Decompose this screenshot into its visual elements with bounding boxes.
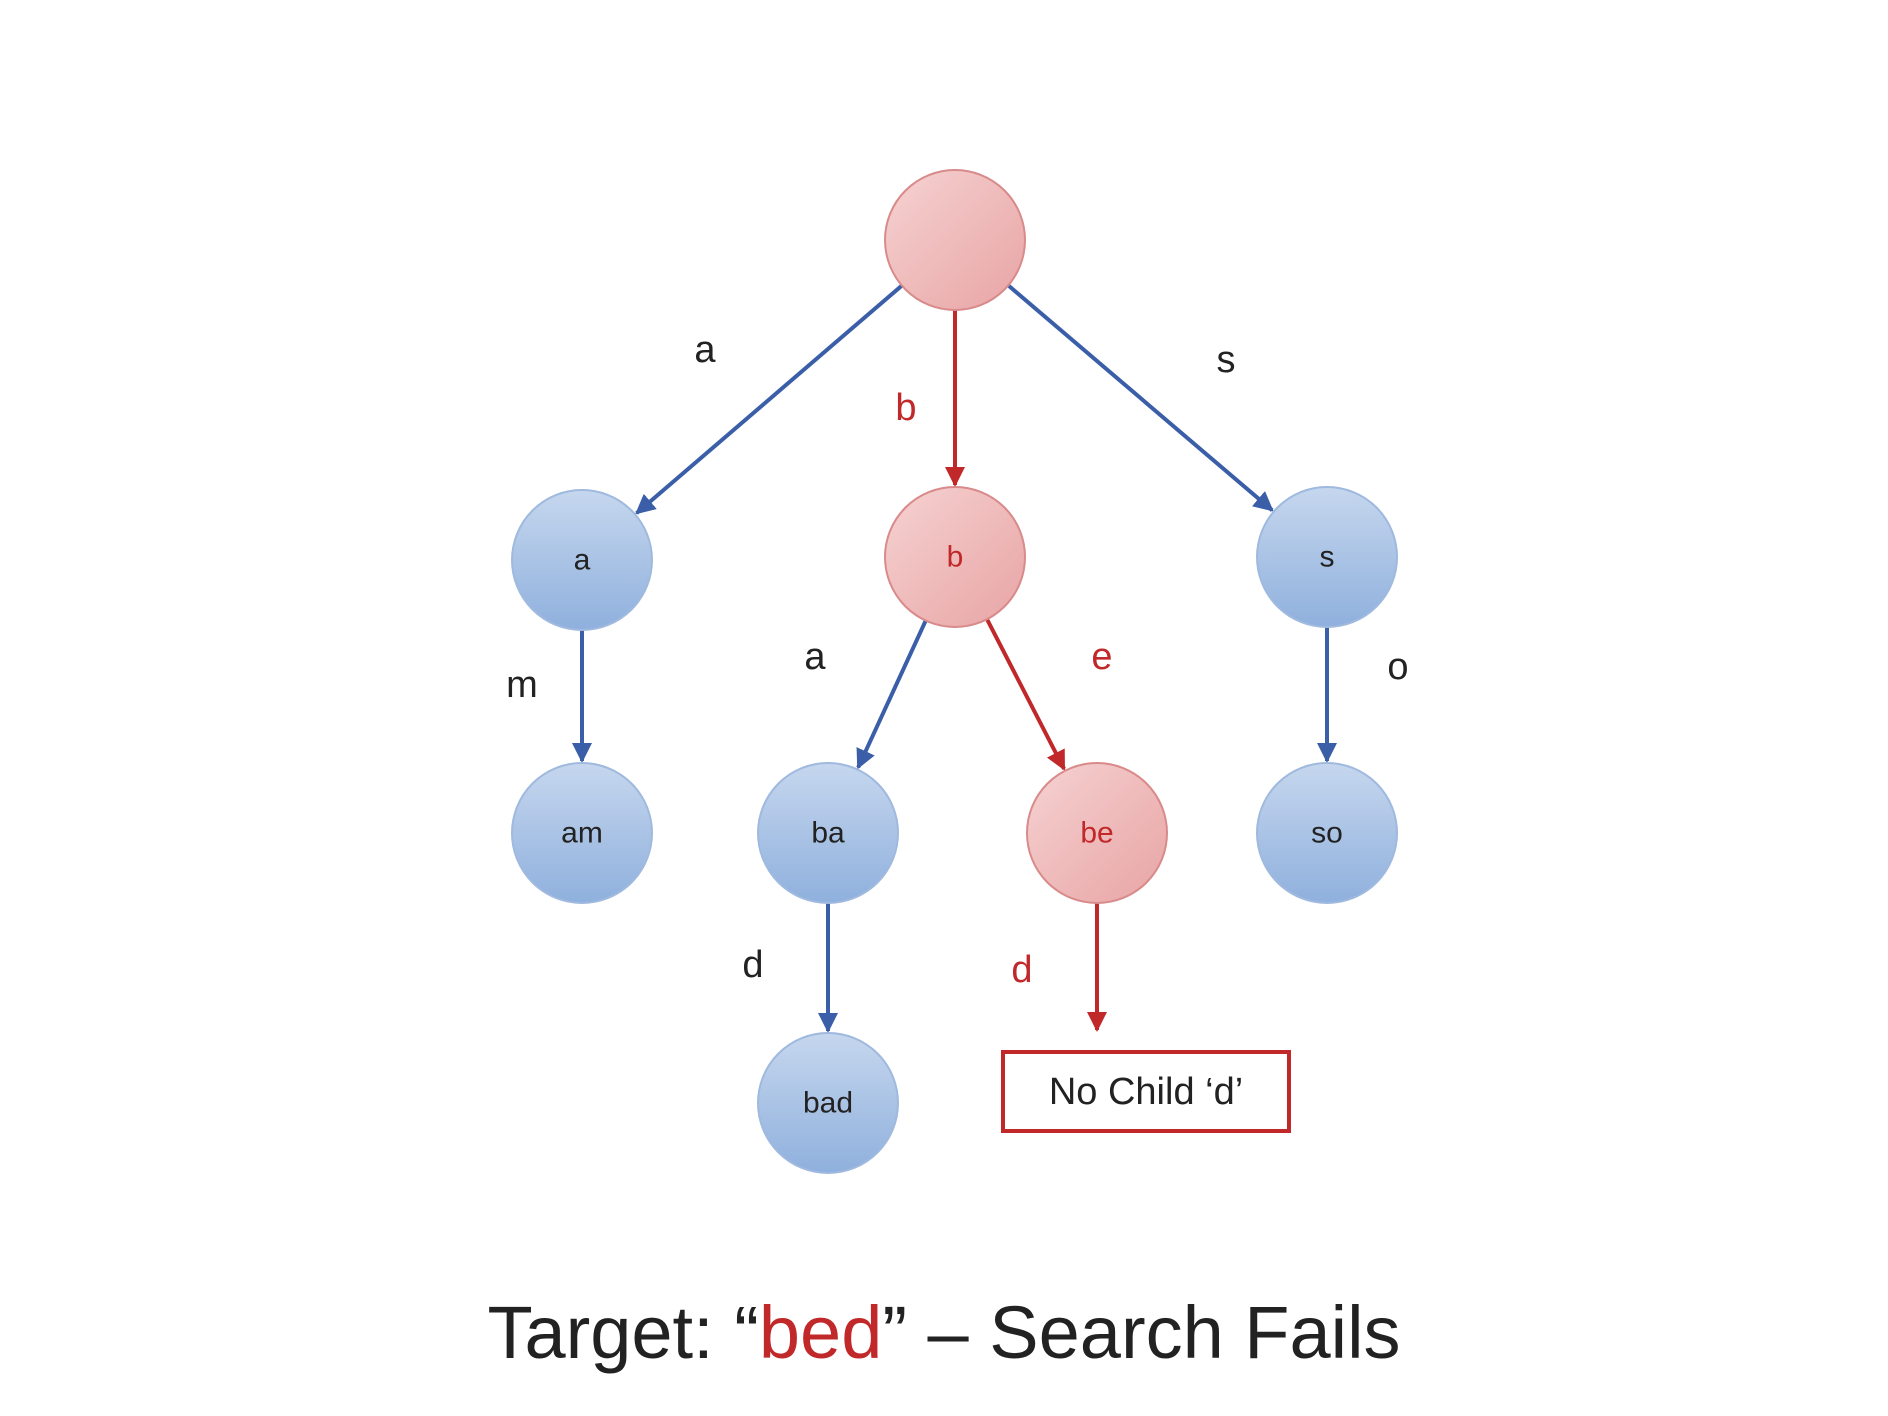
node-label-s: s — [1320, 541, 1335, 574]
edge-label-b-ba: a — [804, 636, 826, 678]
node-label-bad: bad — [803, 1087, 853, 1120]
edge-label-root-s: s — [1217, 339, 1236, 381]
edge-label-s-so: o — [1387, 646, 1408, 688]
edge-label-be-no-child: d — [1011, 949, 1032, 991]
node-circle-ba — [757, 762, 899, 904]
edge-root-a — [635, 284, 904, 515]
node-circle-b — [884, 486, 1026, 628]
missing-child-box-border — [1001, 1050, 1291, 1133]
edge-label-root-b: b — [895, 387, 916, 429]
missing-child-label: No Child ‘d’ — [1049, 1071, 1243, 1113]
node-circle-s — [1256, 486, 1398, 628]
node-label-be: be — [1080, 817, 1113, 850]
edge-label-a-am: m — [506, 664, 538, 706]
node-a: a — [511, 489, 653, 631]
node-s: s — [1256, 486, 1398, 628]
node-so: so — [1256, 762, 1398, 904]
node-circle-be — [1026, 762, 1168, 904]
edges-layer: a b s m a e o d d — [506, 283, 1409, 1033]
node-circle-bad — [757, 1032, 899, 1174]
node-b: b — [884, 486, 1026, 628]
node-label-b: b — [947, 541, 964, 574]
edge-label-root-a: a — [694, 329, 716, 371]
caption-suffix: ” – Search Fails — [882, 1291, 1401, 1374]
node-be: be — [1026, 762, 1168, 904]
caption-target-word: bed — [758, 1291, 883, 1374]
node-circle-root — [884, 169, 1026, 311]
edge-label-b-be: e — [1091, 636, 1112, 678]
node-am: am — [511, 762, 653, 904]
missing-child-box: No Child ‘d’ — [1001, 1050, 1291, 1133]
edge-label-ba-bad: d — [742, 944, 763, 986]
node-label-a: a — [574, 544, 591, 577]
edge-b-be — [985, 618, 1066, 771]
node-label-so: so — [1311, 817, 1343, 850]
node-root — [884, 169, 1026, 311]
edge-root-s — [1006, 283, 1274, 512]
node-circle-am — [511, 762, 653, 904]
node-circle-a — [511, 489, 653, 631]
node-ba: ba — [757, 762, 899, 904]
caption-prefix: Target: “ — [487, 1291, 759, 1374]
node-bad: bad — [757, 1032, 899, 1174]
node-label-am: am — [561, 817, 603, 850]
edge-b-ba — [856, 619, 928, 770]
node-label-ba: ba — [811, 817, 845, 850]
caption: Target: “bed” – Search Fails — [0, 1288, 1888, 1378]
node-circle-so — [1256, 762, 1398, 904]
